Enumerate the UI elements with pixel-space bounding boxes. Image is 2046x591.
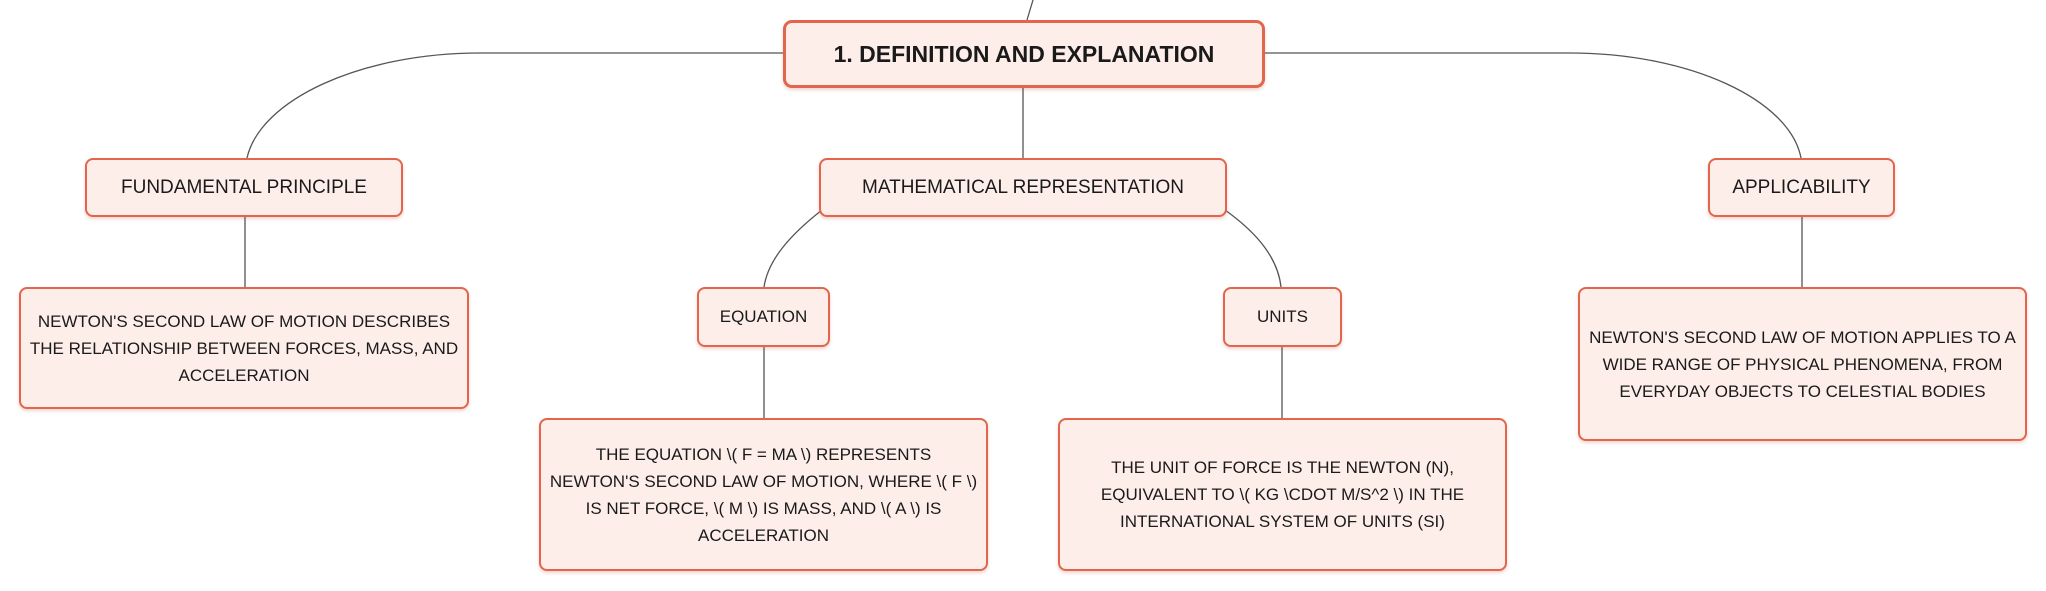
- connector-parent-to-root: [1026, 0, 1034, 21]
- fundamental-principle-description-node[interactable]: NEWTON'S SECOND LAW OF MOTION DESCRIBES …: [19, 287, 469, 409]
- connector-root-to-applicability: [1265, 52, 1802, 159]
- mathematical-representation-node[interactable]: MATHEMATICAL REPRESENTATION: [819, 158, 1227, 217]
- root-node[interactable]: 1. DEFINITION AND EXPLANATION: [783, 20, 1265, 88]
- units-node[interactable]: UNITS: [1223, 287, 1342, 347]
- equation-node[interactable]: EQUATION: [697, 287, 830, 347]
- applicability-node[interactable]: APPLICABILITY: [1708, 158, 1895, 217]
- units-description-node[interactable]: THE UNIT OF FORCE IS THE NEWTON (N), EQU…: [1058, 418, 1507, 571]
- fundamental-principle-node[interactable]: FUNDAMENTAL PRINCIPLE: [85, 158, 403, 217]
- equation-description-node[interactable]: THE EQUATION \( F = MA \) REPRESENTS NEW…: [539, 418, 988, 571]
- connector-root-to-fundamental: [246, 52, 783, 159]
- connector-mathematical-to-equation: [763, 209, 823, 288]
- applicability-description-node[interactable]: NEWTON'S SECOND LAW OF MOTION APPLIES TO…: [1578, 287, 2027, 441]
- connector-mathematical-to-units: [1224, 209, 1282, 288]
